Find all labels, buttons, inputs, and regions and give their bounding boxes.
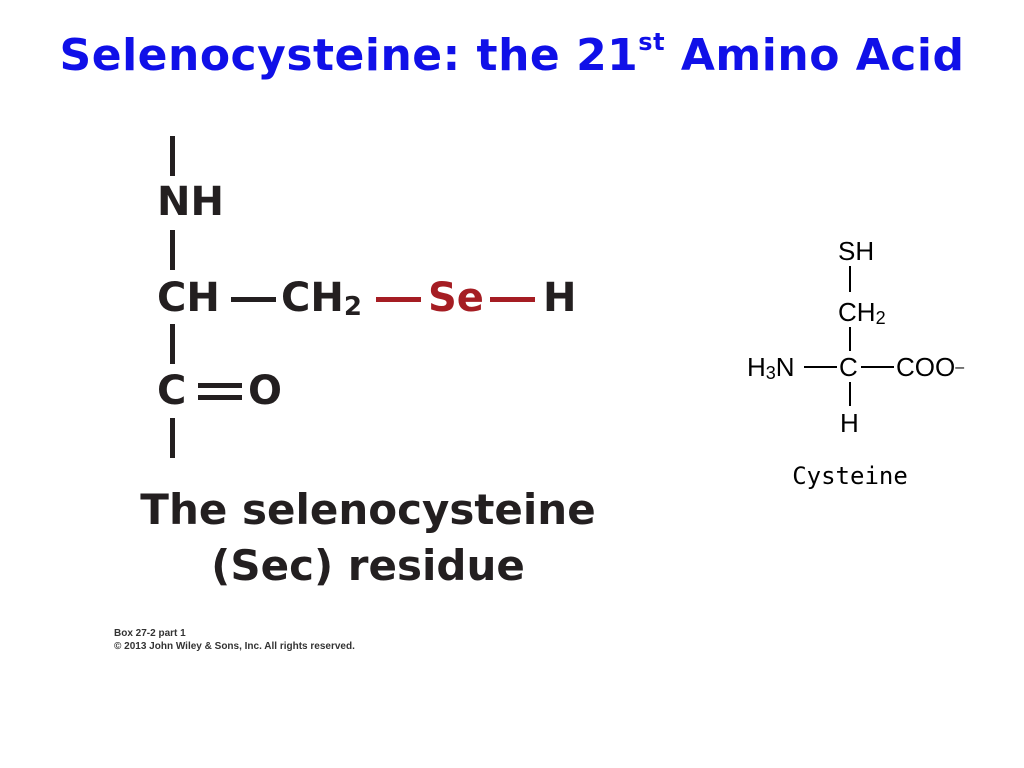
coo-charge: –	[955, 359, 965, 376]
bond-n-ca	[804, 366, 837, 368]
carbonyl-carbon: C	[157, 368, 187, 414]
bond-ca-h	[849, 382, 851, 406]
cys-ch2-label: CH	[838, 297, 876, 327]
selenium-atom: Se	[428, 275, 484, 321]
bond-n-ca	[170, 230, 175, 270]
amino-h: H	[747, 352, 766, 382]
ch2-label: CH	[281, 275, 344, 321]
cysteine-label: Cysteine	[792, 462, 908, 490]
credit-line2: © 2013 John Wiley & Sons, Inc. All right…	[114, 641, 355, 652]
alpha-carbon: CH	[157, 275, 220, 321]
cys-alpha-carbon: C	[839, 352, 858, 382]
figure-credit: Box 27-2 part 1 © 2013 John Wiley & Sons…	[114, 627, 355, 653]
bond-ca-cb	[231, 297, 276, 302]
cys-ch2-subscript: 2	[875, 308, 886, 328]
bond-ca-coo	[861, 366, 894, 368]
cys-alpha-hydrogen: H	[840, 408, 859, 438]
title-main: Selenocysteine: the 21	[59, 30, 639, 81]
caption-line1: The selenocysteine	[140, 485, 596, 534]
caption-line2: (Sec) residue	[211, 541, 525, 590]
credit-line1: Box 27-2 part 1	[114, 628, 186, 639]
bond-ca-c	[170, 324, 175, 364]
bond-se-h	[490, 297, 535, 302]
amino-group: H3N	[747, 353, 795, 384]
cys-beta-carbon: CH2	[838, 298, 886, 329]
amino-subscript: 3	[765, 363, 776, 383]
bond-cb-se	[376, 297, 421, 302]
title-superscript: st	[638, 28, 666, 57]
bond-bottom	[170, 418, 175, 458]
carbonyl-oxygen: O	[248, 368, 283, 414]
hydrogen-atom: H	[543, 275, 577, 321]
bond-top	[170, 136, 175, 176]
bond-cb-ca	[849, 327, 851, 351]
beta-carbon: CH2	[281, 278, 362, 323]
coo-label: COO	[896, 352, 956, 382]
nh-group: NH	[157, 179, 224, 225]
double-bond-c-o	[198, 383, 242, 401]
title-end: Amino Acid	[665, 30, 965, 81]
bond-s-cb	[849, 266, 851, 292]
ch2-subscript: 2	[343, 292, 362, 322]
carboxylate-group: COO–	[896, 353, 964, 386]
slide-title: Selenocysteine: the 21st Amino Acid	[0, 28, 1024, 81]
sec-caption: The selenocysteine (Sec) residue	[118, 482, 618, 594]
amino-n: N	[775, 352, 795, 382]
sh-group: SH	[838, 236, 875, 266]
